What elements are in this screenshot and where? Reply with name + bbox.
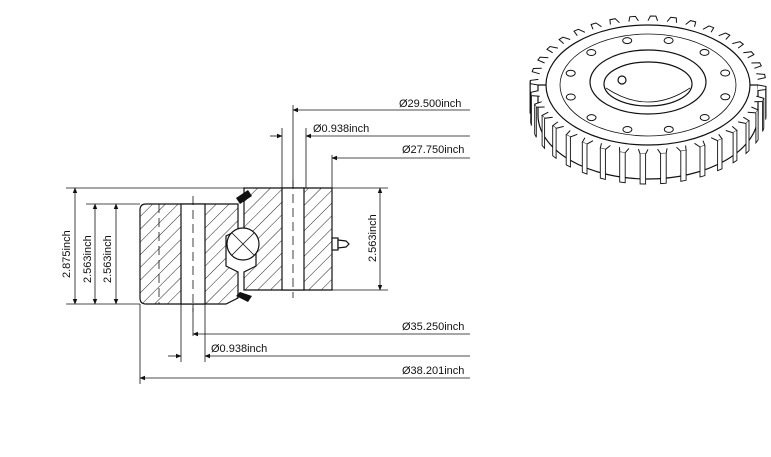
gear-tooth [702,25,715,33]
dim-label-0-938-top: Ø0.938inch [313,123,369,135]
gear-tooth [546,45,558,54]
bolt-hole-icon [720,93,731,101]
gear-tooth-face [755,109,759,145]
gear-tooth [581,137,594,145]
gear-tooth [541,111,553,119]
gear-tooth-face [745,120,750,155]
gear-tooth-face [639,153,647,185]
gear-tooth-face [599,148,606,180]
gear-tooth [647,15,659,22]
gear-tooth [718,32,731,40]
bolt-hole-icon [586,114,597,122]
bolt-hole-icon [699,114,710,121]
gear-tooth [666,16,677,23]
dim-label-38-201: Ø38.201inch [402,365,464,377]
gear-tooth [609,18,620,25]
bolt-hole-icon [663,37,674,44]
gear-tooth [685,20,697,27]
grease-nipple-body [331,237,339,251]
top-seal [236,190,252,204]
bolt-hole-icon [622,126,633,133]
gear-tooth [558,36,571,44]
gear-ring-isometric [529,15,767,185]
gear-tooth-face [581,142,588,175]
gear-tooth-face [541,115,546,150]
gear-tooth-face [552,125,557,160]
gear-tooth [590,22,602,30]
gear-tooth [756,73,766,80]
bolt-hole-icon [699,48,710,56]
bolt-hole-icon [565,93,576,101]
dim-label-29-500: Ø29.500inch [399,98,461,110]
gear-tooth-face [680,150,687,182]
gear-tooth-face [530,92,532,126]
bolt-hole-icon [586,49,597,56]
dim-label-27-750: Ø27.750inch [402,144,464,156]
dim-label-2-563-right: 2.563inch [367,214,379,262]
bolt-hole-icon [663,125,674,133]
dim-label-35-250: Ø35.250inch [402,321,464,333]
bottom-seal [236,292,252,302]
gear-tooth-face [660,153,667,185]
gear-tooth-face [717,138,723,172]
gear-tooth [529,78,539,86]
gear-bolt-holes [565,37,731,133]
gear-tooth-face [732,130,738,164]
dim-label-2-875: 2.875inch [61,230,73,278]
dim-label-2-563-outer: 2.563inch [82,235,94,283]
grease-nipple-head [337,239,350,249]
gear-tooth [537,56,549,64]
gear-tooth-face [565,134,571,168]
gear-tooth [657,148,668,155]
gear-tooth [732,41,745,49]
inner-bore [603,61,693,107]
dim-label-2-563-inner: 2.563inch [102,235,114,283]
dim-label-0-938-bottom: Ø0.938inch [211,343,267,355]
gear-tooth-face [534,104,537,138]
bolt-hole-icon [622,37,633,45]
gear-tooth [751,62,763,69]
gear-bolt-circle-rim [559,33,737,137]
gear-tooth [743,51,755,59]
gear-tooth-face [699,145,706,178]
bolt-hole-icon [565,69,576,77]
gear-tooth-face [619,152,626,184]
gear-tooth [573,28,586,36]
gear-tooth [551,121,564,129]
gear-tooth [628,15,639,22]
bolt-hole-icon [720,69,731,77]
gear-tooth [757,84,767,92]
gear-tooth-face [762,98,765,132]
bearing-cross-section [139,180,350,312]
dimension-lines [66,105,470,384]
gear-tooth [530,90,540,97]
gear-tooth [531,67,542,75]
grease-port-icon [617,75,627,85]
